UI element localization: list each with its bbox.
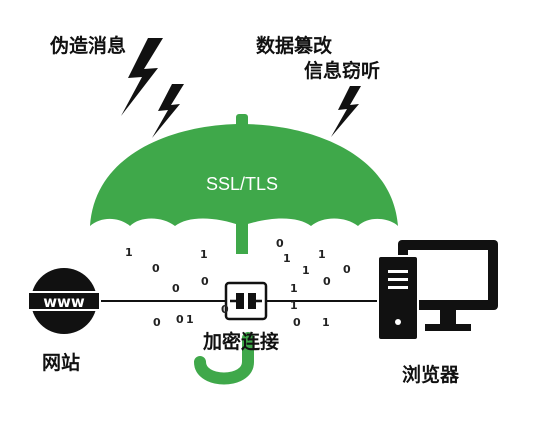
umbrella-shaft <box>236 224 248 254</box>
binary-digit: 0 <box>276 237 284 250</box>
binary-digit: 0 <box>343 263 351 276</box>
connector-plug-icon <box>224 281 268 321</box>
binary-digit: 1 <box>290 282 298 295</box>
binary-digit: 0 <box>201 275 209 288</box>
binary-digit: 0 <box>153 316 161 329</box>
binary-digit: 0 <box>323 275 331 288</box>
threat-forgery-label: 伪造消息 <box>50 35 127 57</box>
binary-digit: 1 <box>186 313 194 326</box>
binary-digit: 1 <box>290 299 298 312</box>
binary-digit: 1 <box>302 264 310 277</box>
binary-digit: 0 <box>221 303 229 316</box>
website-globe-band <box>27 291 101 311</box>
binary-digit: 0 <box>176 313 184 326</box>
binary-digit: 1 <box>125 246 133 259</box>
binary-digit: 1 <box>318 248 326 261</box>
binary-digit: 1 <box>200 248 208 261</box>
threat-tamper-label: 数据篡改 <box>256 35 333 57</box>
umbrella-canopy <box>90 124 398 226</box>
lightning-bolt-3 <box>331 86 361 137</box>
browser-computer-icon <box>377 240 498 341</box>
encrypted-connection-label: 加密连接 <box>203 331 280 353</box>
browser-label: 浏览器 <box>402 364 460 386</box>
umbrella-label: SSL/TLS <box>206 174 278 194</box>
lightning-bolt-2 <box>152 84 184 138</box>
binary-digit: 0 <box>293 316 301 329</box>
threat-eavesdrop-label: 信息窃听 <box>304 60 381 82</box>
connector-left-half <box>236 293 244 309</box>
website-icon-text: www <box>43 293 85 311</box>
binary-digit: 0 <box>152 262 160 275</box>
lightning-bolt-1 <box>121 38 163 116</box>
website-label: 网站 <box>42 352 81 374</box>
connector-right-half <box>248 293 256 309</box>
umbrella-handle <box>194 332 254 385</box>
binary-digit: 1 <box>322 316 330 329</box>
binary-digit: 0 <box>172 282 180 295</box>
binary-digit: 1 <box>283 252 291 265</box>
